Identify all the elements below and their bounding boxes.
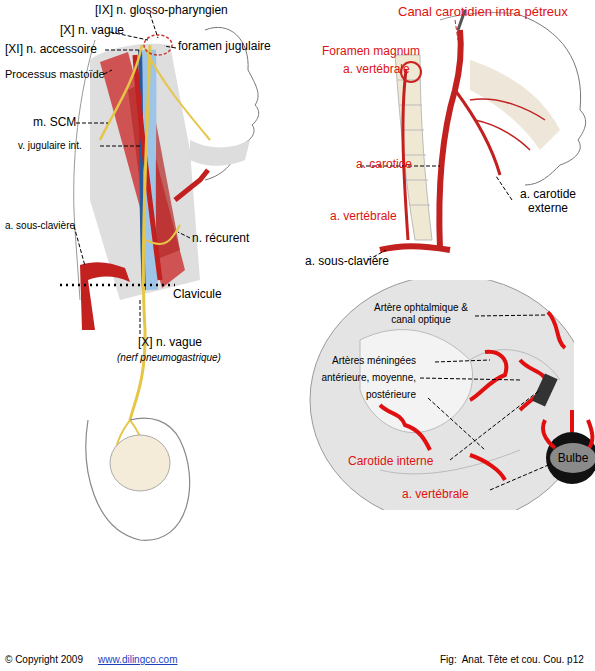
leader-lines: [420, 315, 560, 490]
part-label: Clavicule: [173, 288, 222, 302]
part-label: www.dilingco.com: [98, 654, 177, 666]
part-label: © Copyright 2009: [5, 654, 83, 666]
part-label: a. vertébrale: [343, 63, 410, 77]
part-label: Artère ophtalmique & canal optique: [362, 302, 480, 325]
part-label: [XI] n. accessoire: [5, 43, 97, 57]
part-label: [X] n. vague: [138, 336, 202, 350]
figure-caption: Fig: Anat. Tête et cou. Cou. p12: [440, 654, 584, 666]
part-label: a. carotide externe: [508, 188, 588, 216]
part-label: a. sous-clavière: [305, 255, 389, 269]
part-label: n. récurent: [192, 232, 249, 246]
part-label: Foramen magnum: [322, 45, 420, 59]
medulla-circle: Bulbe: [550, 443, 595, 473]
part-label: (nerf pneumogastrique): [117, 352, 221, 364]
part-label: Processus mastoïde: [5, 68, 105, 81]
part-label: a. carotide: [356, 158, 412, 172]
part-label: Canal carotidien intra pétreux: [398, 5, 568, 20]
part-label: a. sous-clavière: [5, 220, 75, 232]
part-label: foramen jugulaire: [178, 40, 271, 54]
skull-base-figure: [310, 275, 595, 525]
node-label: Bulbe: [558, 451, 589, 465]
leader-lines: [74, 14, 190, 334]
part-label: Artères méningées antérieure, moyenne, p…: [318, 352, 416, 403]
part-label: v. jugulaire int.: [18, 140, 82, 152]
part-label: a. vertébrale: [330, 210, 397, 224]
part-label: [X] n. vague: [60, 24, 124, 38]
part-label: Carotide interne: [348, 455, 433, 469]
part-label: a. vertébrale: [402, 488, 469, 502]
part-label: m. SCM: [33, 116, 76, 130]
part-label: [IX] n. glosso-pharyngien: [95, 4, 228, 18]
neck-figure: [60, 27, 259, 540]
